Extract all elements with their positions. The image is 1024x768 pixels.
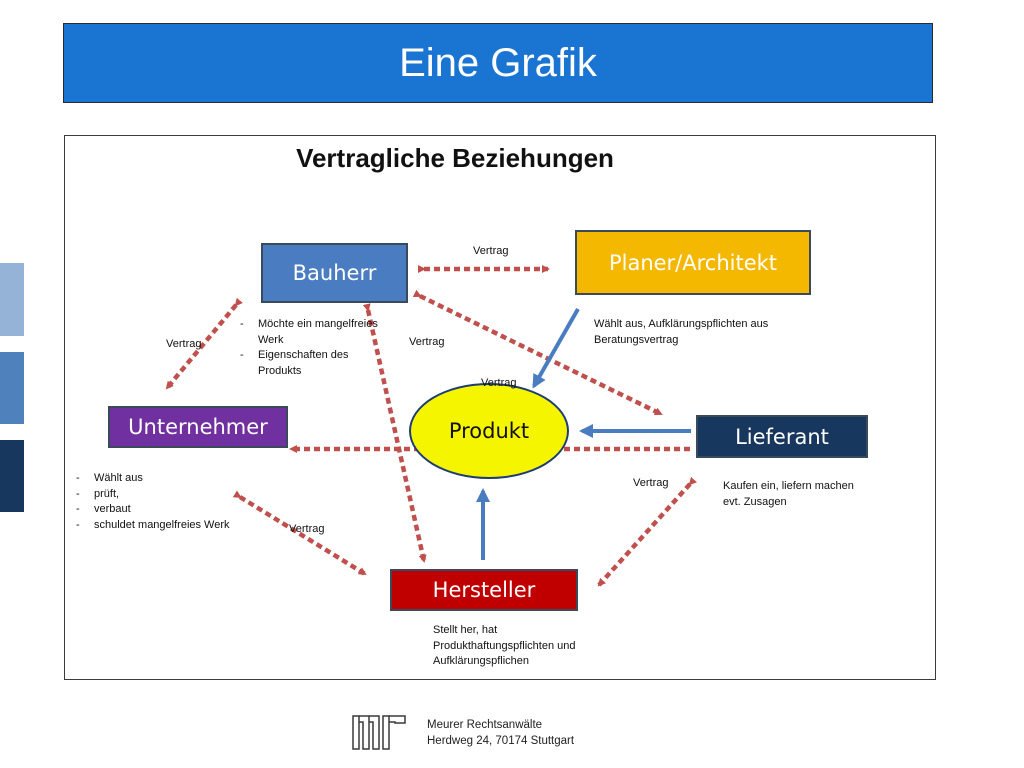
side-tab-medium <box>0 352 24 424</box>
contract-arrow-bauherr-unternehmer <box>165 297 243 390</box>
contract-label-bauherr-planer: Vertrag <box>473 245 509 257</box>
note-lieferant: Kaufen ein, liefern machen evt. Zusagen <box>723 480 854 508</box>
side-tab-light <box>0 263 24 336</box>
footer-address: Herdweg 24, 70174 Stuttgart <box>427 735 575 747</box>
node-planer-architekt: Planer/Architekt <box>575 230 811 295</box>
note-bauherr: Möchte ein mangelfreies Werk Eigenschaft… <box>240 317 380 379</box>
note-bauherr-item: Eigenschaften des Produkts <box>240 348 380 379</box>
contract-label-bauherr-unternehmer: Vertrag <box>166 338 202 350</box>
note-unternehmer-item: Wählt aus <box>76 471 236 487</box>
contract-arrow-unternehmer-hersteller <box>232 490 367 576</box>
note-unternehmer-item: prüft, <box>76 487 236 503</box>
side-tab-dark <box>0 440 24 512</box>
node-bauherr: Bauherr <box>261 243 408 303</box>
note-unternehmer-item: verbaut <box>76 502 236 518</box>
contract-label-bauherr-hersteller: Vertrag <box>481 377 517 389</box>
contract-label-lieferant-hersteller: Vertrag <box>633 477 669 489</box>
footer-text: Meurer Rechtsanwälte Herdweg 24, 70174 S… <box>427 717 574 749</box>
slide-title-bar: Eine Grafik <box>63 23 933 103</box>
node-produkt: Produkt <box>409 383 569 479</box>
note-hersteller: Stellt her, hat Produkthaftungspflichten… <box>433 624 576 667</box>
diagram-title: Vertragliche Beziehungen <box>296 143 614 173</box>
slide-title: Eine Grafik <box>399 40 597 85</box>
node-hersteller: Hersteller <box>390 569 578 611</box>
note-unternehmer: Wählt aus prüft, verbaut schuldet mangel… <box>76 471 236 533</box>
contract-arrow-lieferant-hersteller <box>597 476 697 587</box>
contract-label-unternehmer-hersteller: Vertrag <box>289 523 325 535</box>
contract-label-bauherr-lieferant: Vertrag <box>409 336 445 348</box>
node-lieferant: Lieferant <box>696 415 868 458</box>
flow-arrow-planer-produkt <box>532 308 580 389</box>
firm-logo <box>352 715 406 750</box>
contract-arrow-bauherr-lieferant <box>412 289 663 417</box>
note-bauherr-item: Möchte ein mangelfreies Werk <box>240 317 380 348</box>
note-planer: Wählt aus, Aufklärungspflichten aus Bera… <box>594 318 769 346</box>
footer-firm: Meurer Rechtsanwälte <box>427 719 543 731</box>
node-unternehmer: Unternehmer <box>108 406 288 448</box>
note-unternehmer-item: schuldet mangelfreies Werk <box>76 518 236 534</box>
